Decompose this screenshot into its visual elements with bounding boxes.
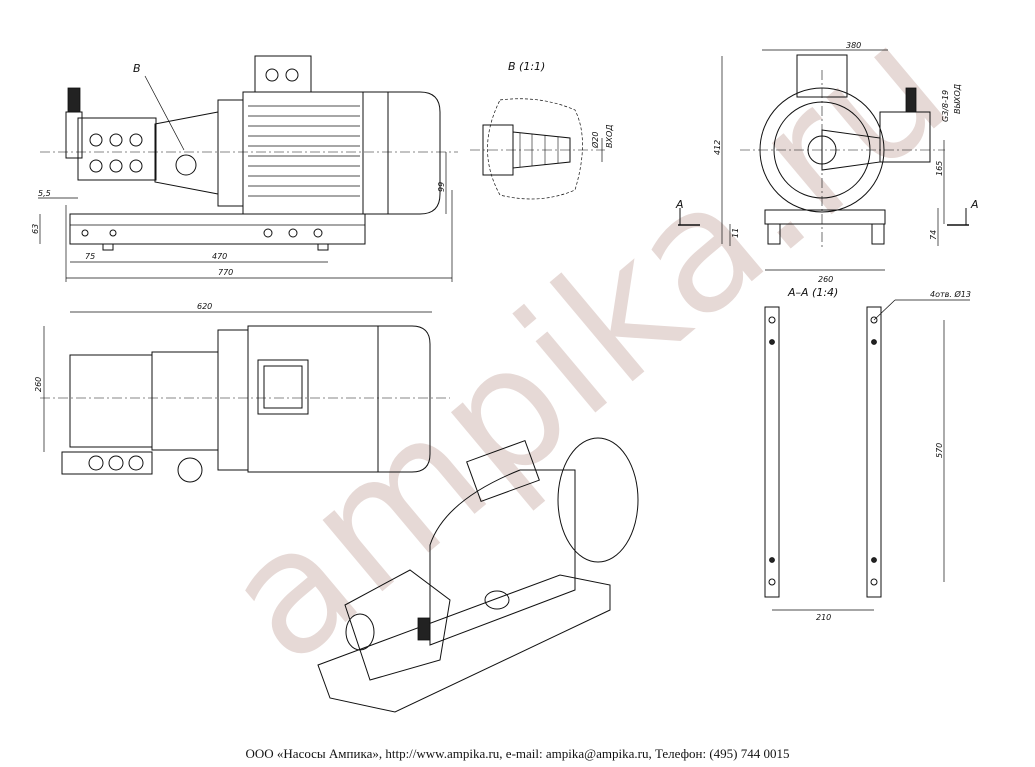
section-title: A–A (1:4) [787,286,838,299]
dim-75: 75 [85,252,95,261]
dim-412: 412 [713,140,722,155]
dim-5-5: 5,5 [38,189,51,198]
dim-63: 63 [31,224,40,234]
dim-210: 210 [816,613,831,622]
section-a-a [764,299,970,611]
inlet-diameter: Ø20 [590,132,600,149]
dim-99: 99 [437,182,446,192]
dim-11: 11 [731,228,740,238]
dim-260-end: 260 [818,275,833,284]
holes-note: 4отв. Ø13 [930,289,971,299]
dim-570: 570 [935,443,944,458]
dim-260-top: 260 [34,377,43,392]
dim-770: 770 [218,268,233,277]
top-view [40,311,450,483]
dim-165: 165 [935,161,944,176]
section-arrow-left: A [675,198,684,211]
inlet-label: ВХОД [605,124,614,148]
section-arrow-right: A [970,198,979,211]
end-view [678,49,969,271]
side-view [38,55,458,282]
view-b-callout: B [133,62,141,75]
dim-470: 470 [212,252,227,261]
outlet-thread: G3/8-19 [941,90,950,122]
dim-74: 74 [929,230,938,240]
dim-620: 620 [197,302,212,311]
isometric-view [317,437,639,713]
view-b-title: B (1:1) [508,60,545,73]
outlet-label: ВЫХОД [953,84,962,114]
detail-view-b [470,98,605,200]
footer-contact-line: ООО «Насосы Ампика», http://www.ampika.r… [245,746,790,761]
dim-380: 380 [846,41,861,50]
